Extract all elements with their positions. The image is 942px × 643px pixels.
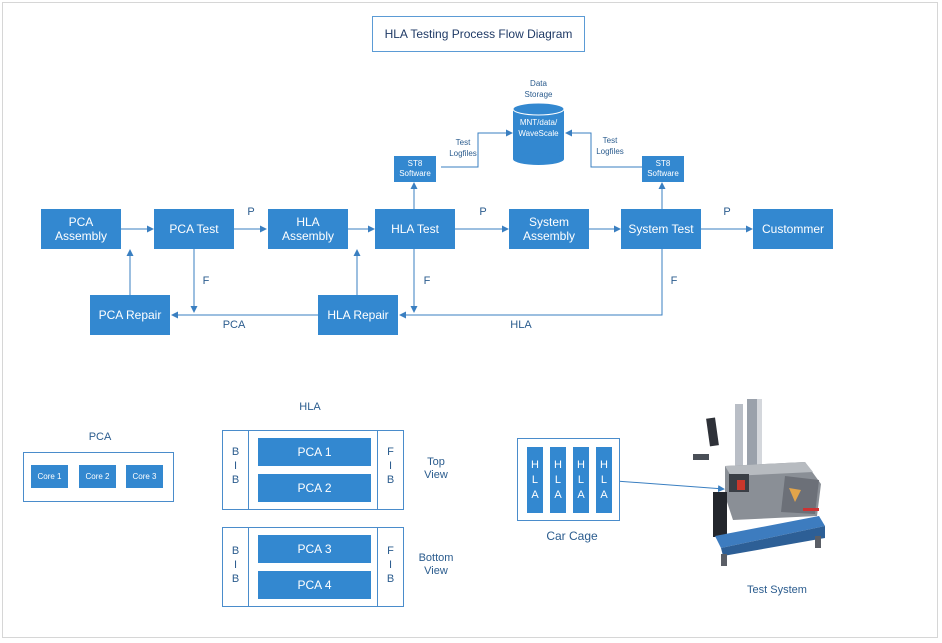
fail-label-1: F xyxy=(202,275,210,287)
system-test-box: System Test xyxy=(621,209,701,249)
pca-assembly-box: PCA Assembly xyxy=(41,209,121,249)
system-assembly-box: System Assembly xyxy=(509,209,589,249)
hla-bottom-divider-right xyxy=(377,527,378,607)
pca-slot-4: PCA 4 xyxy=(258,571,371,599)
pca-detail-title: PCA xyxy=(88,431,112,443)
hla-detail-title: HLA xyxy=(299,401,321,413)
bottom-view-label: Bottom View xyxy=(418,552,454,577)
cage-slot-1: H L A xyxy=(527,447,543,513)
customer-box: Custommer xyxy=(753,209,833,249)
storage-path-label: MNT/data/ WaveScale xyxy=(518,118,559,138)
test-logfiles-left-label: Test Logfiles xyxy=(449,138,477,158)
pca-repair-box: PCA Repair xyxy=(90,295,170,335)
arrow-cage-testsystem xyxy=(601,479,725,493)
arrow-st8-storage-right xyxy=(565,129,642,168)
pca-slot-1: PCA 1 xyxy=(258,438,371,466)
hla-top-fib-label: F I B xyxy=(386,446,395,486)
hla-test-box: HLA Test xyxy=(375,209,455,249)
fail-label-3: F xyxy=(670,275,678,287)
car-cage-label: Car Cage xyxy=(546,529,598,543)
core-box-1: Core 1 xyxy=(31,465,68,488)
pass-label-2: P xyxy=(479,206,487,218)
test-system-label: Test System xyxy=(747,584,807,596)
top-view-label: Top View xyxy=(424,456,448,481)
cage-slot-2: H L A xyxy=(550,447,566,513)
core-box-3: Core 3 xyxy=(126,465,163,488)
hla-assembly-box: HLA Assembly xyxy=(268,209,348,249)
database-icon xyxy=(512,102,565,165)
pass-label-3: P xyxy=(723,206,731,218)
test-system-machine-image xyxy=(693,399,825,566)
pca-slot-3: PCA 3 xyxy=(258,535,371,563)
cage-slot-4: H L A xyxy=(596,447,612,513)
hla-bottom-bib-label: B I B xyxy=(231,545,240,585)
pca-flow-label: PCA xyxy=(222,319,246,331)
fail-label-2: F xyxy=(423,275,431,287)
pca-slot-2: PCA 2 xyxy=(258,474,371,502)
test-logfiles-right-label: Test Logfiles xyxy=(596,136,624,156)
core-box-2: Core 2 xyxy=(79,465,116,488)
hla-top-bib-label: B I B xyxy=(231,446,240,486)
hla-top-divider-left xyxy=(248,430,249,510)
diagram-title: HLA Testing Process Flow Diagram xyxy=(372,16,585,52)
hla-repair-box: HLA Repair xyxy=(318,295,398,335)
pca-test-box: PCA Test xyxy=(154,209,234,249)
hla-bottom-divider-left xyxy=(248,527,249,607)
st8-software-left: ST8 Software xyxy=(394,156,436,182)
st8-software-right: ST8 Software xyxy=(642,156,684,182)
hla-bottom-fib-label: F I B xyxy=(386,545,395,585)
data-storage-label: Data Storage xyxy=(524,79,553,99)
pass-label-1: P xyxy=(247,206,255,218)
arrow-systest-fail xyxy=(399,248,663,319)
hla-flow-label: HLA xyxy=(510,319,532,331)
cage-slot-3: H L A xyxy=(573,447,589,513)
hla-top-divider-right xyxy=(377,430,378,510)
arrow-st8-storage-left xyxy=(441,129,513,168)
